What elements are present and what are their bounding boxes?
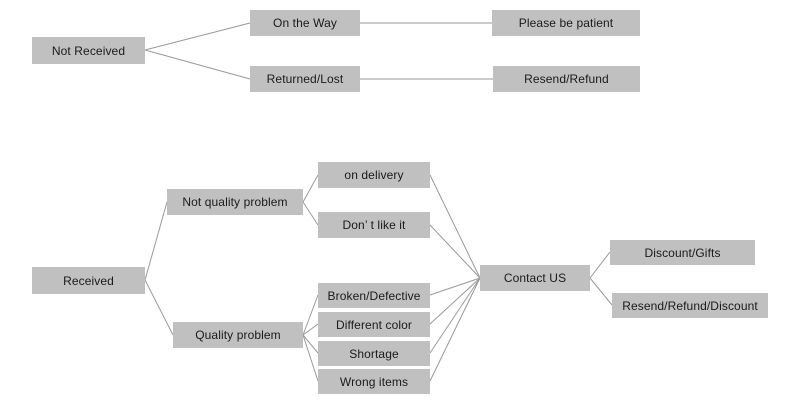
connector-group [144,22,613,382]
node-not-quality-problem[interactable]: Not quality problem [167,189,303,215]
connector-contact-us-to-resend-refund-discount [589,277,613,306]
node-label-resend-refund-discount: Resend/Refund/Discount [622,298,758,313]
connector-received-to-quality-problem [144,279,174,336]
connector-broken-defective-to-contact-us [429,277,481,296]
node-not-received[interactable]: Not Received [32,37,145,64]
connector-quality-problem-to-different-color [302,323,319,336]
node-label-different-color: Different color [336,317,412,332]
node-label-discount-gifts: Discount/Gifts [644,245,721,260]
node-on-delivery[interactable]: on delivery [318,162,430,188]
node-label-on-the-way: On the Way [273,16,337,30]
node-please-be-patient[interactable]: Please be patient [492,10,640,36]
node-returned-lost[interactable]: Returned/Lost [250,66,360,92]
connector-not-quality-problem-to-dont-like-it [302,201,319,226]
node-label-resend-refund: Resend/Refund [524,72,609,86]
node-different-color[interactable]: Different color [318,312,430,337]
node-dont-like-it[interactable]: Don’ t like it [318,212,430,238]
node-label-not-received: Not Received [51,43,126,58]
connector-on-delivery-to-contact-us [429,174,481,279]
node-quality-problem[interactable]: Quality problem [173,322,303,348]
node-contact-us[interactable]: Contact US [480,265,590,291]
node-resend-refund[interactable]: Resend/Refund [493,66,640,92]
node-broken-defective[interactable]: Broken/Defective [318,283,430,308]
connector-not-received-to-returned-lost [144,49,251,80]
connector-dont-like-it-to-contact-us [429,224,481,279]
connector-contact-us-to-discount-gifts [589,251,611,279]
connector-not-quality-problem-to-on-delivery [302,174,319,203]
node-received[interactable]: Received [32,267,145,294]
node-label-received: Received [63,273,114,288]
node-label-contact-us: Contact US [503,271,567,285]
connector-quality-problem-to-wrong-items [302,334,319,382]
connector-not-received-to-on-the-way [144,22,251,51]
connector-wrong-items-to-contact-us [429,277,481,382]
node-label-wrong-items: Wrong items [339,374,409,389]
node-label-quality-problem: Quality problem [195,328,281,342]
node-label-broken-defective: Broken/Defective [327,288,421,303]
node-discount-gifts[interactable]: Discount/Gifts [610,240,755,265]
node-wrong-items[interactable]: Wrong items [318,369,430,394]
connector-shortage-to-contact-us [429,277,481,354]
node-label-returned-lost: Returned/Lost [266,72,344,86]
node-label-shortage: Shortage [349,346,399,361]
node-shortage[interactable]: Shortage [318,341,430,366]
connector-quality-problem-to-shortage [302,334,319,354]
node-label-on-delivery: on delivery [344,168,404,182]
node-on-the-way[interactable]: On the Way [250,10,360,36]
connector-quality-problem-to-broken-defective [302,294,319,336]
node-label-not-quality-problem: Not quality problem [182,195,288,209]
connector-received-to-not-quality-problem [144,201,168,281]
connector-different-color-to-contact-us [429,277,481,325]
node-resend-refund-discount[interactable]: Resend/Refund/Discount [612,293,768,318]
node-label-please-be-patient: Please be patient [518,16,614,30]
node-label-dont-like-it: Don’ t like it [342,218,406,232]
